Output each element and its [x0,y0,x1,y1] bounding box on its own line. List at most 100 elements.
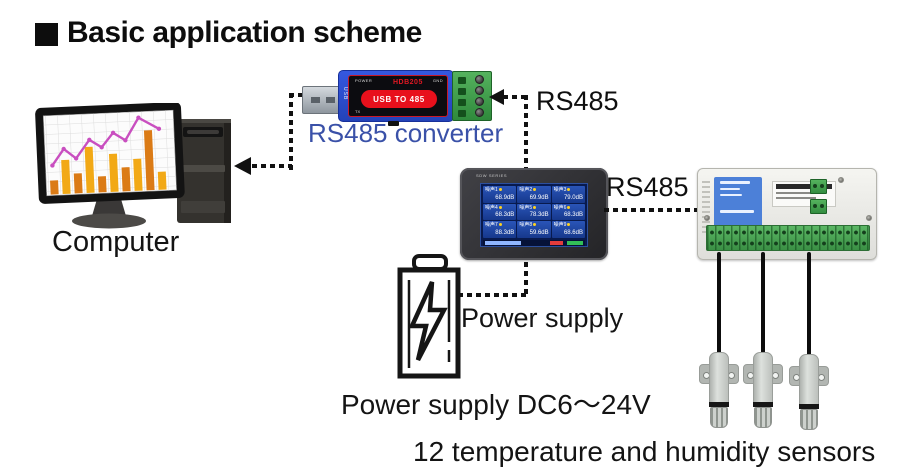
terminal-screw [475,75,484,84]
cell-status-icon [533,205,537,209]
sensor-vented-cap [800,409,818,430]
terminal-screw-row [709,229,867,236]
module-screw [704,215,710,221]
sensor-vented-cap [710,407,728,428]
cell-value: 78.3dB [529,212,549,219]
connector-converter-to-pc-top [289,93,308,97]
power-supply-label: Power supply [461,303,624,333]
rs485-module [697,168,877,260]
connector-display-to-converter-top [503,95,528,99]
converter-name: USB TO 485 [373,94,425,104]
sensor-band [753,402,773,407]
cell-status-icon [567,205,571,209]
status-datetime-block [485,241,521,245]
rs485-sensor-link-label: RS485 [606,172,689,202]
monitor-stand [72,199,146,229]
module-screw [838,177,844,183]
converter-tx-pin-label: TX [355,109,361,114]
connector-display-to-power-run [458,293,528,297]
cell-label: 噪声5 [519,204,533,211]
cell-value: 68.3dB [495,212,515,219]
cell-status-icon [533,223,537,227]
module-terminal-small [810,179,827,194]
display-status-bar [483,240,585,246]
cell-label: 噪声8 [519,222,533,229]
converter-gnd-pin-label: GND [432,78,443,83]
cell-label: 噪声9 [553,222,567,229]
cell-status-icon [533,188,537,191]
converter-switch [388,121,399,126]
cell-status-icon [567,188,571,191]
cell-value: 59.6dB [529,230,549,236]
cell-label: 噪声2 [519,187,533,193]
sensor-wire [761,252,765,354]
terminal-screw [475,97,484,106]
monitor [35,103,185,204]
converter-model: HDB205 [393,79,423,86]
usb-plug-slot [326,97,335,103]
computer-illustration [35,103,231,229]
cell-label: 噪声3 [553,187,567,193]
temperature-humidity-sensor [787,352,831,434]
display-brand: SDW SERIES [476,173,508,178]
sensor-band [709,402,729,407]
cell-status-icon [498,205,502,209]
module-screw [866,215,872,221]
converter-terminal-block [452,71,492,121]
terminal-screw [475,108,484,117]
cell-label: 噪声4 [485,204,498,211]
converter-power-pin-label: POWER [355,78,373,83]
cell-value: 69.9dB [529,194,549,201]
sensor-body [709,352,729,404]
terminal-hole [458,77,466,84]
monitor-chart [50,115,167,195]
temperature-humidity-sensor [741,350,785,432]
power-supply-spec: Power supply DC6～24V [341,389,651,420]
sensors-caption: 12 temperature and humidity sensors [413,436,876,467]
usb-plug-slot [311,97,320,103]
sensor-wire [717,252,721,354]
pc-tower [177,119,231,223]
cell-value: 68.3dB [563,212,583,219]
arrow-left-icon [234,157,251,175]
converter-usb-text: USB [342,87,348,101]
sensor-wire [807,252,811,356]
terminal-hole [458,88,466,95]
computer-label: Computer [52,226,180,258]
page-title-row: Basic application scheme [35,16,422,50]
converter-name-badge: USB TO 485 [361,90,437,108]
sensor-band [799,404,819,409]
temperature-humidity-sensor [697,350,741,432]
sensor-vented-cap [754,407,772,428]
cell-label: 噪声7 [485,222,498,229]
connector-display-to-power-drop [524,262,528,297]
connector-converter-to-pc-drop [289,93,293,170]
cell-value: 79.0dB [563,194,583,201]
terminal-screw-row [709,240,867,247]
terminal-hole [458,99,466,106]
cell-value: 88.3dB [495,230,515,236]
status-ok-block [567,241,583,245]
sensor-body [753,352,773,404]
terminal-hole [458,110,466,117]
module-terminal-strip [706,225,870,251]
terminal-screw [475,86,484,95]
cell-value: 68.6dB [563,230,583,236]
cell-label: 噪声1 [485,187,498,193]
usb-rs485-converter: USB POWER GND TX HDB205 USB TO 485 [300,62,494,128]
cell-status-icon [498,223,502,227]
title-square-icon [35,23,58,46]
connector-display-to-module [604,208,697,212]
module-terminal-small [810,199,827,214]
battery-icon [397,254,461,379]
rs485-pc-link-label: RS485 [536,86,619,116]
